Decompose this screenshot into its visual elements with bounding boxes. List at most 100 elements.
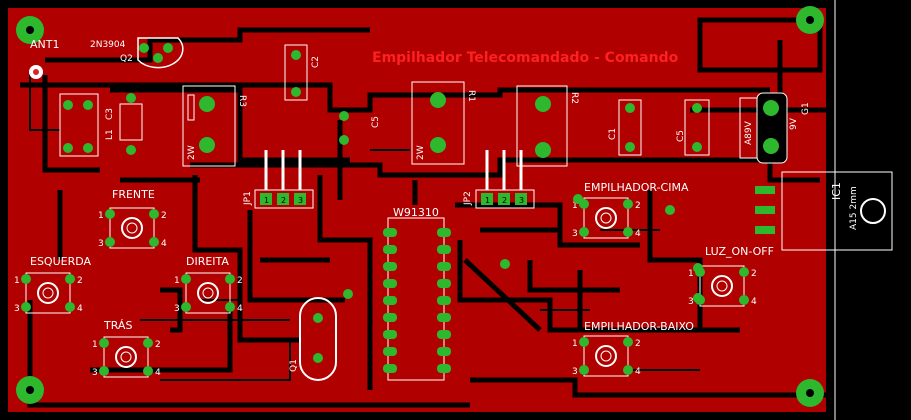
crystal-q1: Q1 — [289, 297, 337, 381]
button-pin-label: 3 — [174, 304, 180, 314]
ic-pin — [383, 279, 397, 288]
button-pin-label: 2 — [635, 201, 641, 211]
q2-label: Q2 — [120, 54, 133, 64]
jumper-pin-label: 3 — [519, 196, 524, 205]
regulator-ic1: IC1 A15 2mm — [755, 171, 893, 251]
battery-g1: A89V G1 9V — [739, 92, 811, 164]
ic-pin — [383, 313, 397, 322]
button-esquerda: 1 2 3 4 — [14, 272, 83, 314]
ic-pin — [437, 313, 451, 322]
c3-label: C3 — [105, 108, 115, 120]
capacitor-c1: C1 — [608, 99, 642, 156]
button-pin-label: 1 — [688, 269, 694, 279]
jumper-pin-label: 2 — [281, 196, 286, 205]
ic-pin — [437, 279, 451, 288]
isolation-channels — [20, 17, 830, 408]
ic-pin — [383, 245, 397, 254]
direita-label: DIREITA — [186, 255, 229, 268]
ic-pin — [383, 364, 397, 373]
ic-w91310: W91310 — [383, 206, 451, 381]
button-pin-label: 2 — [635, 339, 641, 349]
jumper-pin-label: 1 — [264, 196, 269, 205]
button-pin-label: 4 — [155, 368, 161, 378]
button-pin-label: 3 — [572, 367, 578, 377]
button-tras: 1 2 3 4 — [92, 336, 161, 378]
button-pin-label: 2 — [161, 211, 167, 221]
button-pin-label: 4 — [635, 229, 641, 239]
c1-label: C1 — [608, 128, 618, 140]
button-empilhador-baixo: 1 2 3 4 — [572, 335, 641, 377]
r2-label: R2 — [569, 92, 579, 104]
button-pin-label: 1 — [572, 339, 578, 349]
transistor-q2: 2N3904 Q2 — [90, 37, 184, 69]
button-pin-label: 3 — [92, 368, 98, 378]
board-title: Empilhador Telecomandado - Comando — [372, 50, 679, 66]
r1-label: R1 — [466, 90, 476, 102]
vias — [343, 194, 703, 303]
frente-label: FRENTE — [112, 188, 155, 201]
r1-value-label: 2W — [416, 145, 426, 160]
button-pin-label: 1 — [572, 201, 578, 211]
r3-label: R3 — [237, 95, 247, 107]
antenna-ant1: ANT1 — [29, 38, 59, 79]
button-pin-label: 1 — [92, 340, 98, 350]
empilhador-baixo-label: EMPILHADOR-BAIXO — [584, 320, 694, 333]
jumper-pin-label: 2 — [502, 196, 507, 205]
jp1-label: JP1 — [243, 191, 253, 206]
fine-traces — [29, 72, 700, 381]
c5a-label: C5 — [371, 116, 381, 128]
button-pin-label: 3 — [14, 304, 20, 314]
ic-pin — [383, 347, 397, 356]
c5b-label: C5 — [676, 130, 686, 142]
button-pin-label: 4 — [77, 304, 83, 314]
button-pin-label: 4 — [161, 239, 167, 249]
ic-pin — [437, 364, 451, 373]
ic-pin — [437, 262, 451, 271]
button-pin-label: 1 — [98, 211, 104, 221]
voltage-label: 9V — [789, 117, 799, 130]
button-pin-label: 1 — [14, 276, 20, 286]
g1-label: G1 — [801, 102, 811, 115]
button-pin-label: 2 — [751, 269, 757, 279]
jp2-label: JP2 — [463, 191, 473, 206]
button-pin-label: 3 — [688, 297, 694, 307]
resistor-r3: R3 2W — [182, 85, 247, 167]
inductor-l1-c3: C3 L1 — [59, 93, 143, 157]
resistor-r1: R1 2W — [411, 81, 476, 165]
jumper-pin-label: 3 — [298, 196, 303, 205]
jumper-pin-label: 1 — [485, 196, 490, 205]
button-pin-label: 4 — [635, 367, 641, 377]
capacitor-c5-center: C5 — [339, 111, 381, 145]
button-pin-label: 4 — [751, 297, 757, 307]
ic-pin — [383, 296, 397, 305]
q1-label: Q1 — [289, 359, 299, 372]
button-pin-label: 3 — [572, 229, 578, 239]
button-frente: 1 2 3 4 — [98, 207, 167, 249]
ic-pin — [437, 296, 451, 305]
ic-pin — [437, 245, 451, 254]
ic-pin — [437, 330, 451, 339]
ic1-part-label: A15 2mm — [849, 186, 859, 230]
mounting-holes — [16, 6, 824, 407]
ic1-label: IC1 — [830, 182, 843, 200]
tras-label: TRÁS — [103, 319, 132, 332]
ant1-label: ANT1 — [30, 38, 59, 51]
button-pin-label: 2 — [155, 340, 161, 350]
q2-part-label: 2N3904 — [90, 40, 126, 50]
ic-pin — [383, 262, 397, 271]
r3-value-label: 2W — [187, 145, 197, 160]
ic-pin — [383, 228, 397, 237]
button-pin-label: 1 — [174, 276, 180, 286]
jumper-jp1: JP1 — [243, 150, 314, 209]
button-pin-label: 2 — [237, 276, 243, 286]
ic-pin — [437, 228, 451, 237]
ic-pin — [437, 347, 451, 356]
capacitor-c5-right: C5 — [676, 99, 710, 156]
button-pin-label: 3 — [98, 239, 104, 249]
battery-label: A89V — [744, 120, 754, 145]
button-pin-label: 2 — [77, 276, 83, 286]
